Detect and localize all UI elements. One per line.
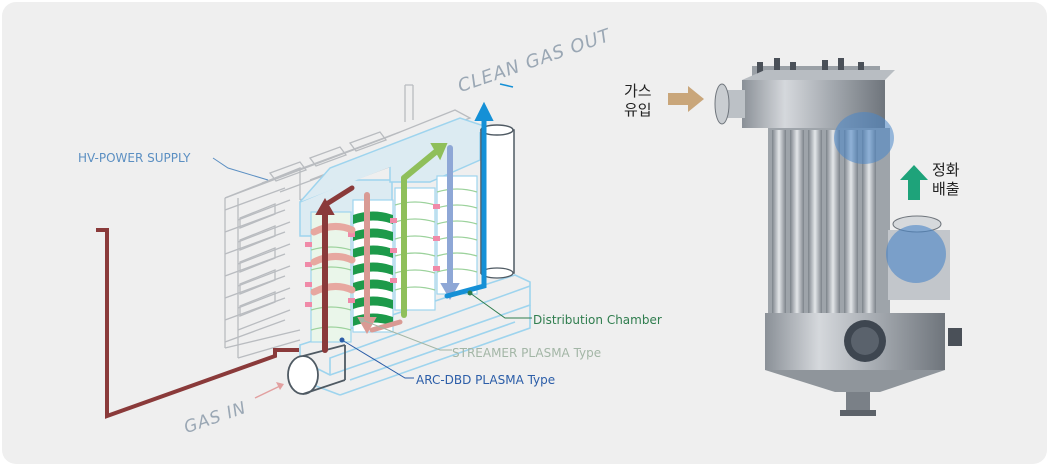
- streamer-plasma-label: STREAMER PLASMA Type: [452, 346, 602, 360]
- gas-inlet-line2: 유입: [624, 101, 652, 119]
- gas-inlet-label: 가스 유입: [624, 82, 652, 120]
- gas-inlet-line1: 가스: [624, 82, 652, 100]
- streamer-bands: [353, 211, 393, 326]
- flow-arrows: [315, 101, 494, 353]
- swirl-flow: [310, 223, 356, 296]
- arc-dbd-plasma-label: ARC-DBD PLASMA Type: [416, 373, 556, 387]
- label-leaders: [254, 83, 532, 399]
- distribution-chamber: [299, 274, 531, 396]
- outlet-arrow: [900, 165, 928, 200]
- hv-leader-line: [212, 157, 269, 181]
- purified-exhaust-line1: 정화: [932, 161, 960, 179]
- electrode-clamps: [305, 204, 440, 307]
- gas-path-line: [96, 228, 299, 419]
- purified-exhaust-line2: 배출: [932, 180, 960, 198]
- hv-power-supply-label: HV-POWER SUPPLY: [78, 151, 191, 165]
- reactor-photo: [714, 58, 962, 416]
- purified-exhaust-label: 정화 배출: [932, 161, 960, 199]
- inlet-arrow: [668, 86, 704, 112]
- distribution-chamber-label: Distribution Chamber: [533, 313, 662, 327]
